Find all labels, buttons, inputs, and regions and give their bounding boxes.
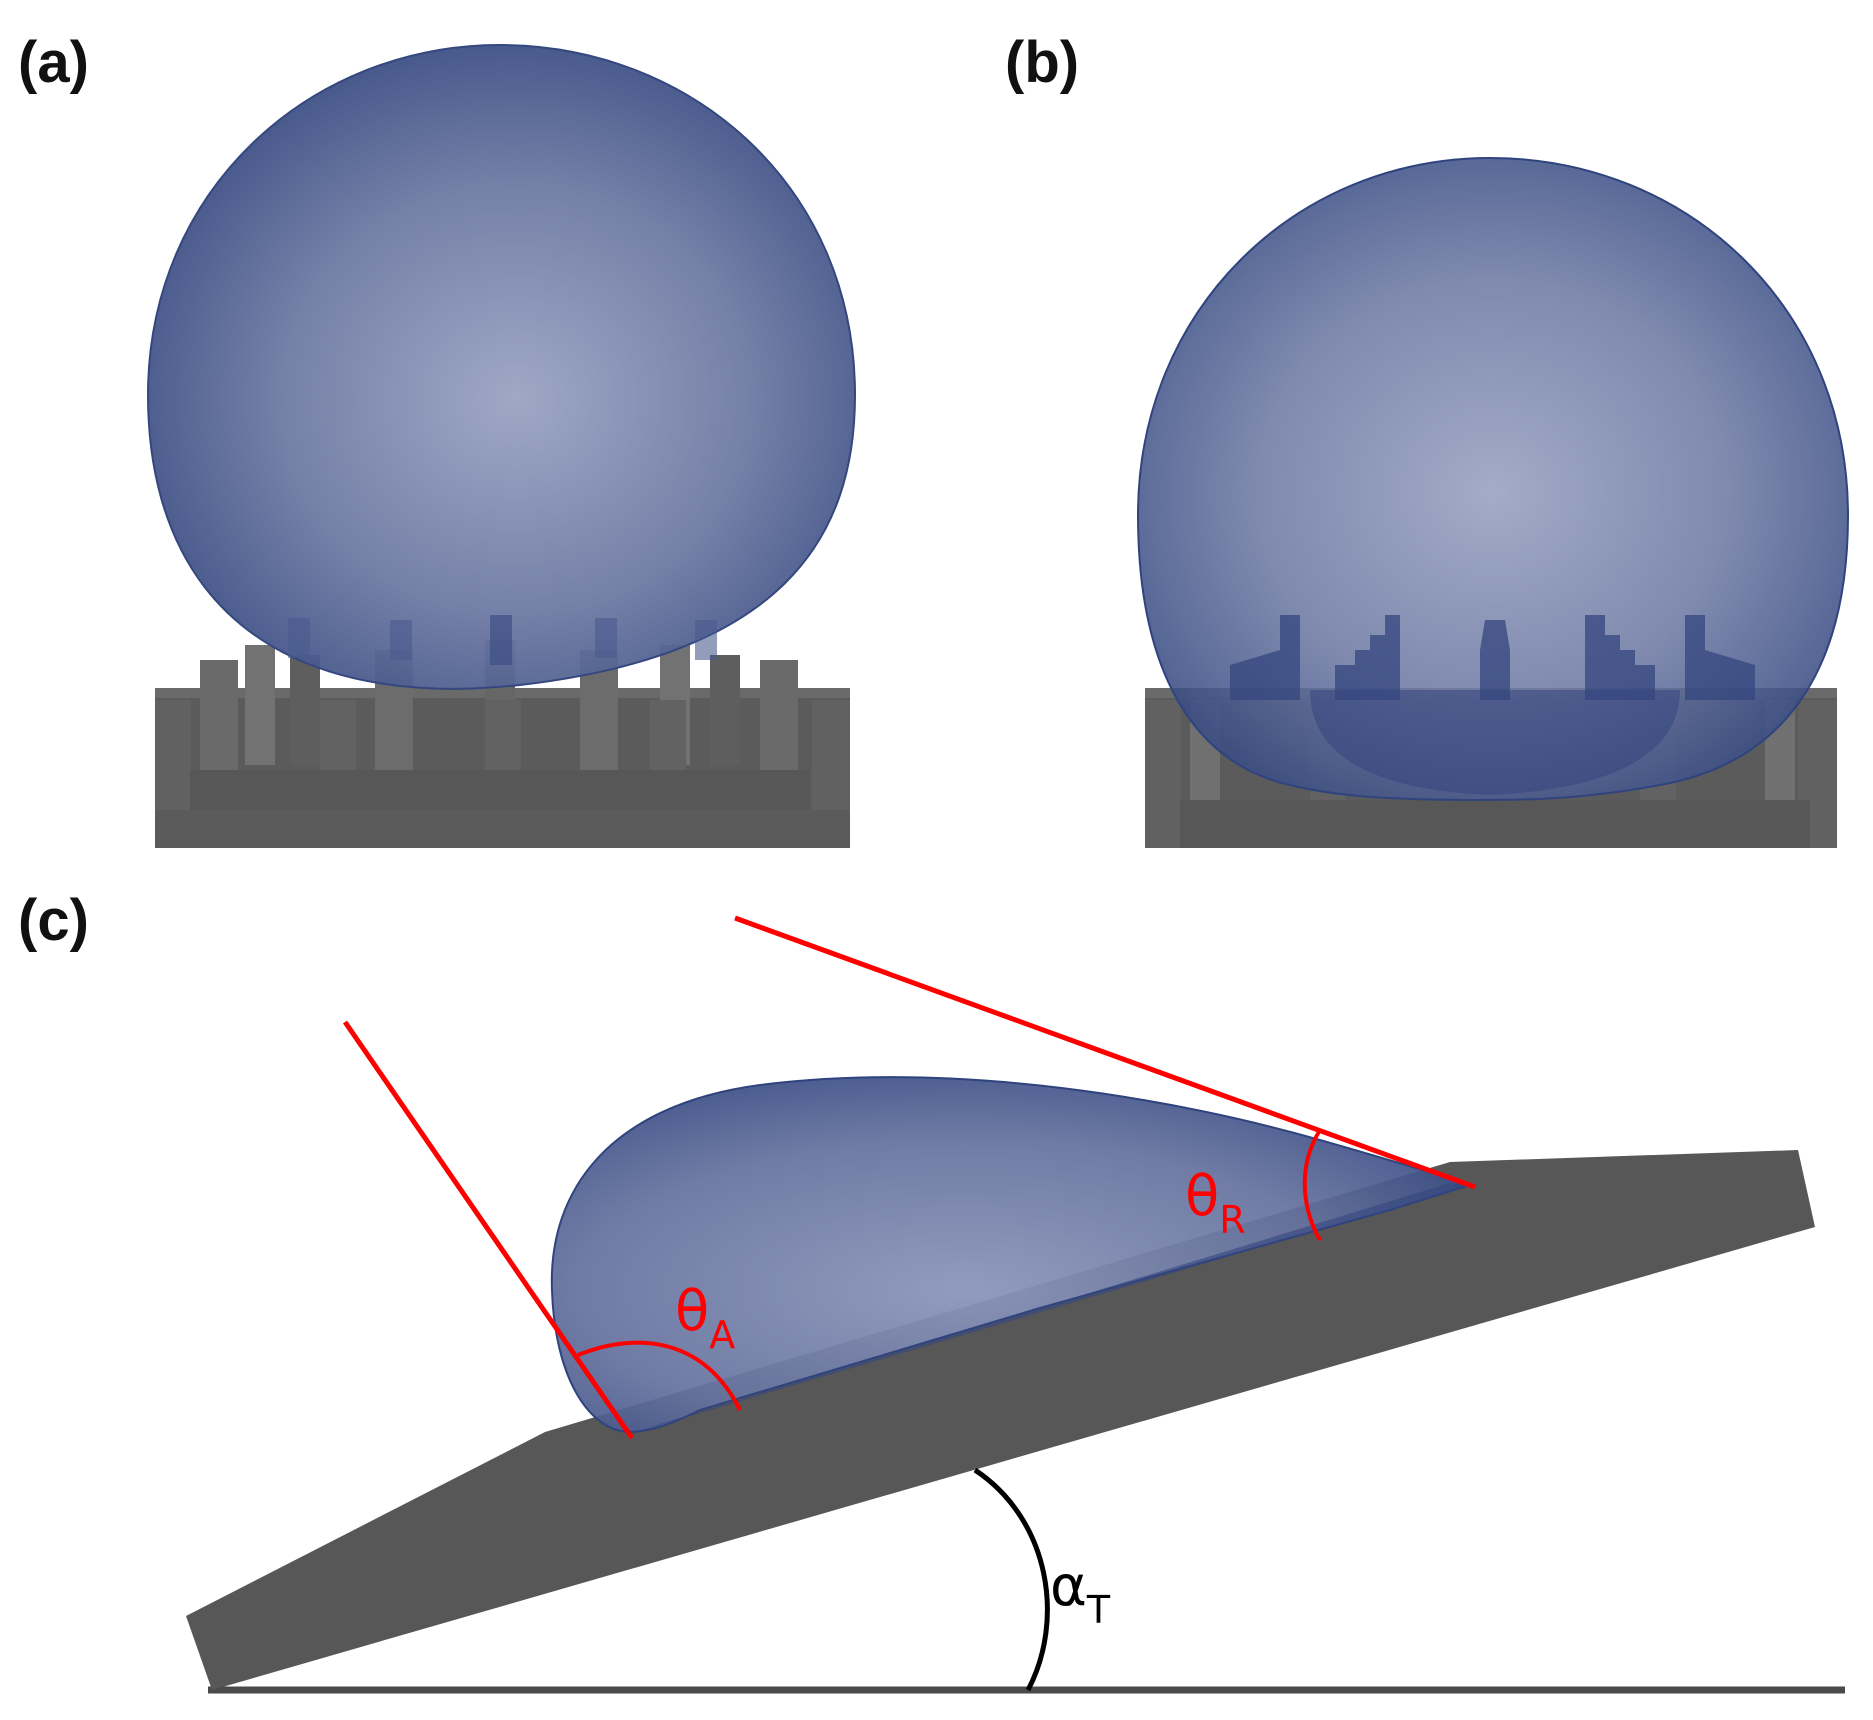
panel-c-label: (c) [18, 888, 89, 953]
receding-tangent-line [734, 915, 1476, 1190]
tilted-substrate [186, 1150, 1815, 1690]
tilt-angle-symbol: α [1050, 1554, 1087, 1619]
panel-a: (a) [18, 30, 857, 848]
receding-angle-label: θR [1185, 1164, 1246, 1242]
tilt-angle-label: αT [1050, 1554, 1111, 1632]
receding-angle-annotation: θR [734, 915, 1476, 1242]
receding-angle-symbol: θ [1185, 1164, 1219, 1229]
advancing-angle-subscript: A [709, 1313, 735, 1357]
panel-b-label: (b) [1005, 30, 1079, 95]
advancing-angle-annotation: θA [342, 1020, 742, 1440]
panel-b-droplet [1136, 156, 1850, 802]
tilt-angle-arc [973, 1467, 1050, 1692]
receding-angle-arc [1302, 1128, 1322, 1242]
panel-a-droplet [146, 43, 857, 690]
receding-angle-subscript: R [1219, 1198, 1245, 1242]
advancing-angle-symbol: θ [675, 1279, 709, 1344]
panel-c: (c) θA θR α [18, 888, 1845, 1694]
tilt-angle-annotation: αT [973, 1467, 1111, 1692]
panel-b: (b) [1005, 30, 1850, 848]
advancing-tangent-line [342, 1020, 635, 1440]
advancing-angle-label: θA [675, 1279, 735, 1357]
advancing-angle-arc [577, 1340, 742, 1411]
tilt-angle-subscript: T [1086, 1588, 1111, 1632]
panel-a-label: (a) [18, 30, 89, 95]
